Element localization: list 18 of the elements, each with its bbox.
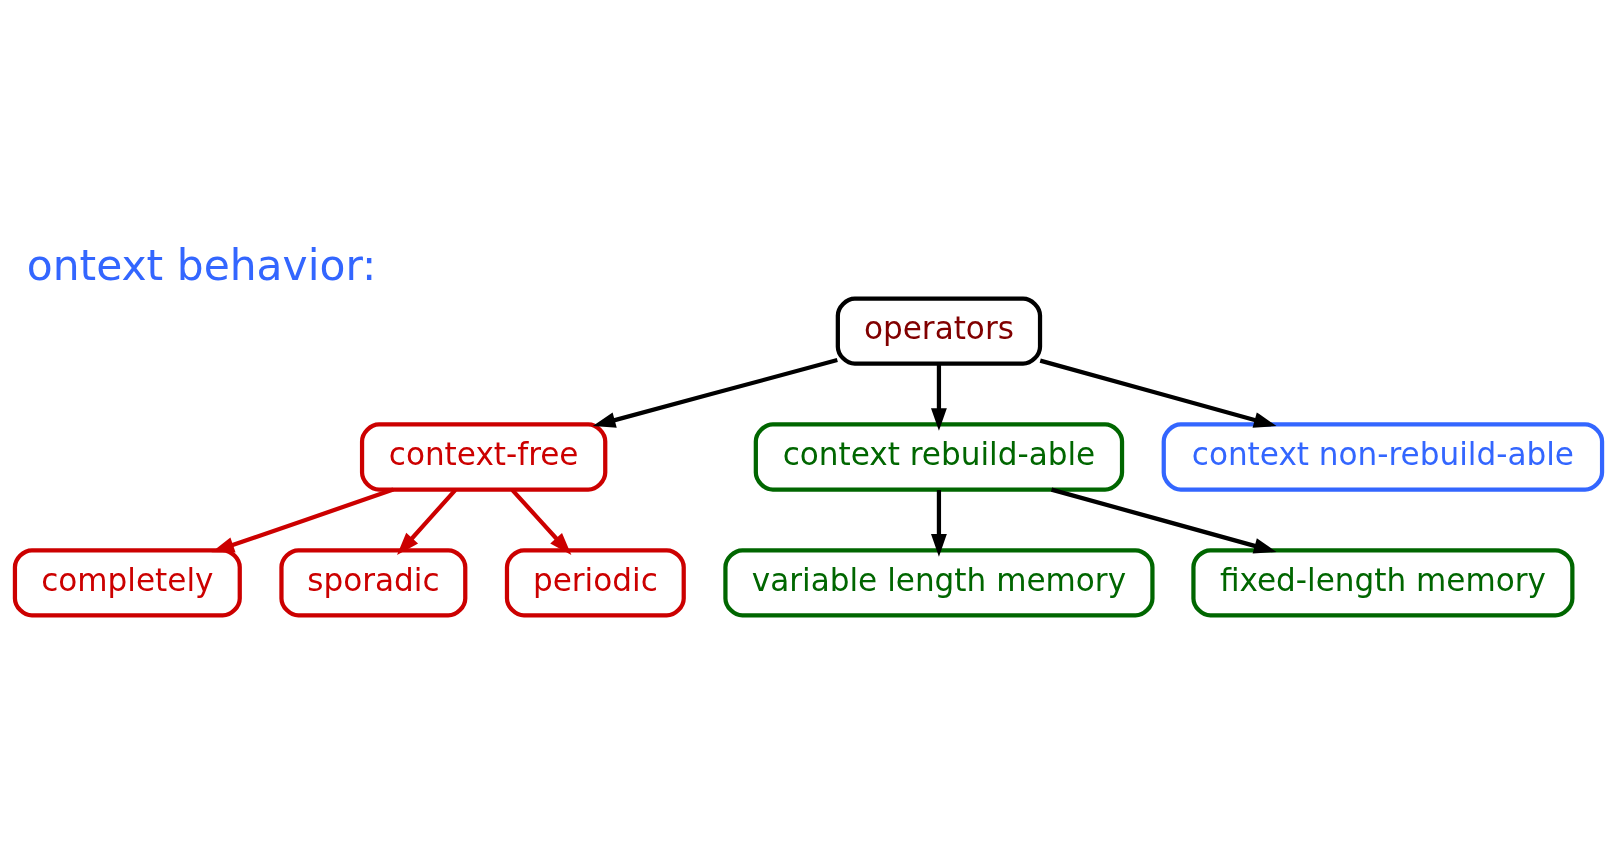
arrow [592,357,838,428]
node-box: context-free [359,422,608,492]
arrow [1050,487,1277,554]
node-box: context non-rebuild-able [1161,422,1605,492]
node-box: context rebuild-able [753,422,1125,492]
diagram-title: ontext behavior: [26,241,377,291]
node-box: completely [12,548,242,618]
arrow [397,488,457,556]
arrow [931,490,947,557]
arrow [1039,358,1277,428]
node-box: operators [835,296,1043,366]
arrow [510,488,572,555]
node-box: sporadic [279,548,468,618]
arrow [211,487,394,553]
node-box: fixed-length memory [1191,548,1575,618]
node-box: variable length memory [723,548,1155,618]
arrow [931,364,947,431]
node-box: periodic [504,548,686,618]
